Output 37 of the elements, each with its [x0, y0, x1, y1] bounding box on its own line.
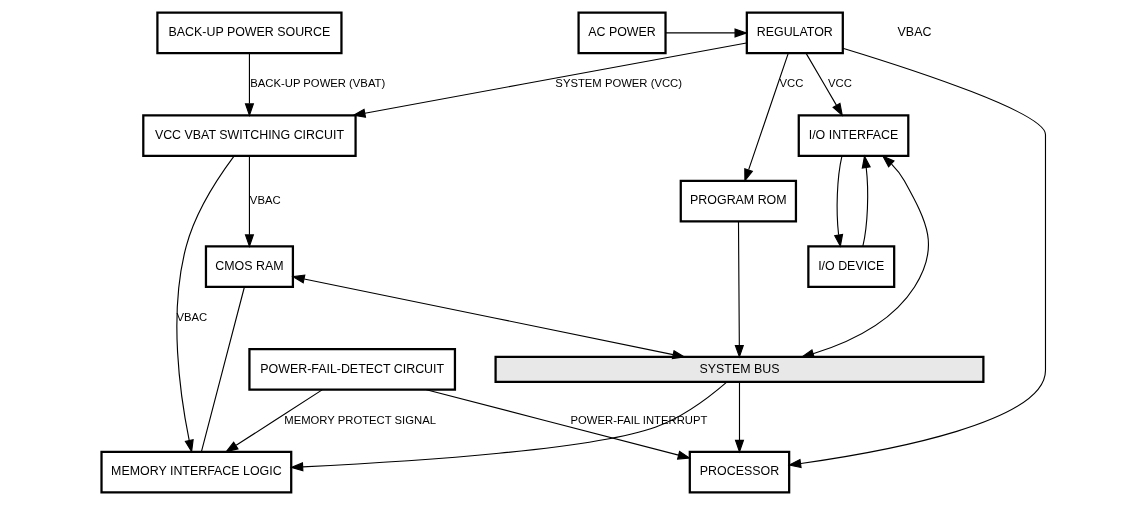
node-box: VCC VBAT SWITCHING CIRCUIT [141, 114, 357, 158]
connector [200, 286, 245, 453]
arrow [290, 274, 686, 360]
arrow [805, 52, 843, 117]
arrow [175, 155, 234, 454]
edge-label: BACK-UP POWER (VBAT) [249, 77, 385, 90]
arrow [425, 389, 691, 460]
arrow [244, 52, 254, 117]
arrow [664, 28, 748, 38]
arrow [734, 221, 744, 359]
edge-label: MEMORY PROTECT SIGNAL [283, 413, 436, 426]
arrow [833, 155, 843, 248]
arrow [787, 47, 1046, 469]
node-box: CMOS RAM [204, 245, 294, 289]
node-box: REGULATOR [745, 11, 844, 55]
arrow [861, 154, 871, 247]
node-box: I/O INTERFACE [797, 114, 909, 158]
arrow [289, 381, 728, 472]
arrow [743, 52, 789, 183]
arrow [244, 155, 254, 248]
arrow [351, 42, 747, 118]
edge-label: VBAC [249, 193, 281, 206]
edge-label: VCC [779, 77, 803, 90]
node-box: AC POWER [576, 11, 667, 55]
arrow [224, 389, 323, 453]
edge-label: VCC [827, 77, 852, 90]
node-box: PROGRAM ROM [679, 179, 797, 223]
node-box: I/O DEVICE [806, 245, 895, 289]
node-box: PROCESSOR [688, 450, 790, 494]
arrow [800, 155, 929, 359]
node-box: POWER-FAIL-DETECT CIRCUIT [247, 347, 456, 391]
edge-label: SYSTEM POWER (VCC) [554, 77, 682, 90]
node-box: BACK-UP POWER SOURCE [155, 11, 343, 55]
node-box: SYSTEM BUS [493, 355, 984, 383]
node-box: MEMORY INTERFACE LOGIC [99, 450, 292, 494]
label: VBAC [897, 25, 931, 40]
arrow [734, 381, 744, 454]
